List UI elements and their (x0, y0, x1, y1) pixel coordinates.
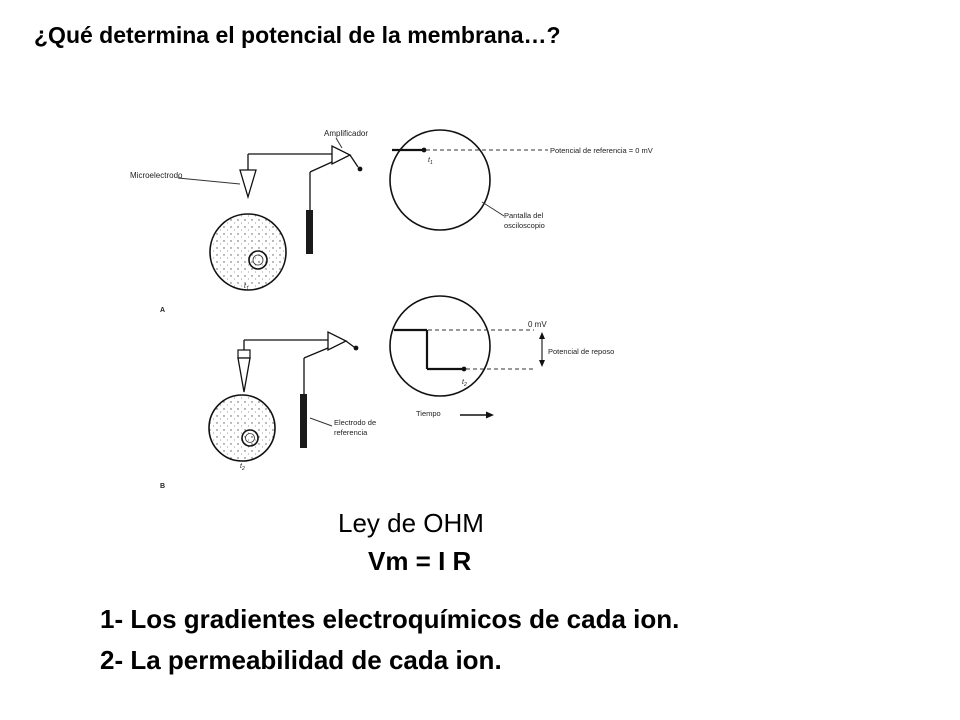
t2-label-screen: t2 (462, 379, 467, 388)
amplifier-a (331, 144, 352, 166)
label-screen-line1: Pantalla del (504, 211, 544, 220)
label-resting-potential: Potencial de reposo (548, 347, 614, 356)
label-zero-mv: 0 mV (528, 320, 547, 329)
label-amplifier: Amplificador (324, 129, 368, 138)
point-1: 1- Los gradientes electroquímicos de cad… (100, 604, 680, 634)
label-time: Tiempo (416, 409, 441, 418)
cell-a (209, 213, 287, 291)
nucleus-b (241, 429, 259, 447)
microelectrode-b (237, 357, 251, 393)
label-ref-electrode-line1: Electrodo de (334, 418, 376, 427)
panel-b (208, 295, 545, 462)
label-screen-line2: osciloscopio (504, 221, 545, 230)
diagram-svg: Microelectrodo Amplificador Potencial de… (130, 129, 653, 490)
t1-label-cell: t1 (244, 283, 249, 292)
reference-electrode-a (306, 210, 313, 254)
t2-label-cell: t2 (240, 463, 245, 472)
reference-electrode-b (300, 394, 307, 448)
microelectrode-a (239, 169, 257, 200)
nucleus-a (248, 250, 268, 270)
point-2: 2- La permeabilidad de cada ion. (100, 645, 502, 675)
membrane-potential-diagram: Microelectrodo Amplificador Potencial de… (110, 92, 710, 502)
slide-title: ¿Qué determina el potencial de la membra… (34, 22, 561, 48)
label-reference-potential: Potencial de referencia = 0 mV (550, 146, 653, 155)
ohm-law-name: Ley de OHM (338, 508, 484, 538)
ohm-law-equation: Vm = I R (368, 546, 472, 576)
label-ref-electrode-line2: referencia (334, 428, 368, 437)
panel-a (177, 129, 548, 291)
t1-label-screen: t1 (428, 157, 433, 166)
panel-a-letter: A (160, 307, 165, 314)
cell-b (208, 394, 276, 462)
oscilloscope-a (389, 129, 491, 231)
panel-b-letter: B (160, 483, 165, 490)
amplifier-b (327, 330, 348, 352)
label-microelectrode: Microelectrodo (130, 171, 183, 180)
oscilloscope-b (389, 295, 491, 397)
